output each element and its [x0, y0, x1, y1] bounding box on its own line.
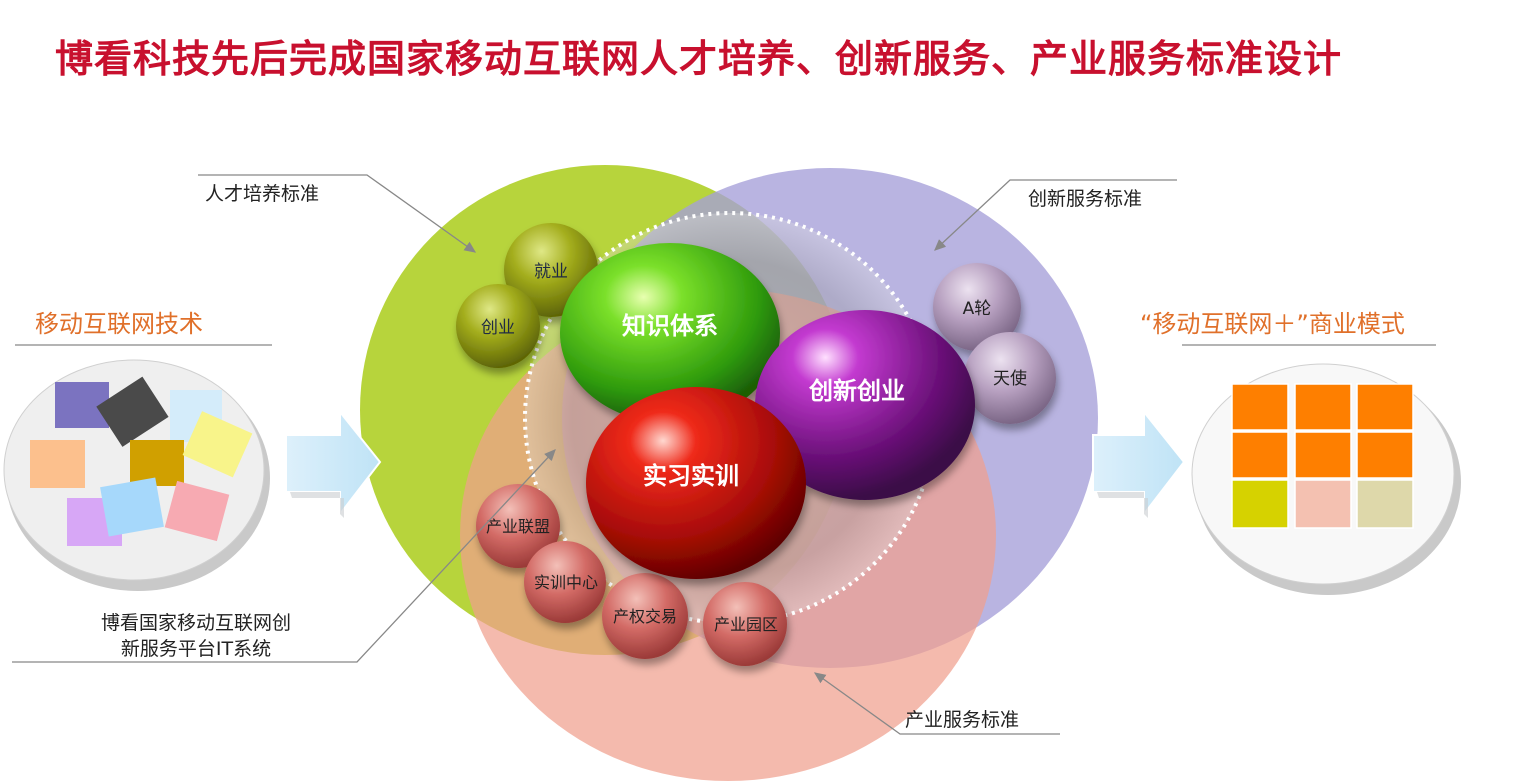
- block-1-3: [1356, 383, 1414, 431]
- tile-dark: [96, 376, 169, 447]
- tile-gold: [130, 440, 184, 486]
- ball-alliance: [476, 484, 560, 568]
- tile-yellow: [182, 411, 253, 478]
- block-1-1: [1231, 383, 1289, 431]
- ball-training-center-label: 实训中心: [534, 573, 598, 592]
- ball-park: [703, 582, 787, 666]
- block-2-1: [1231, 431, 1289, 479]
- core-spheres: [560, 243, 975, 579]
- block-3-1: [1231, 479, 1289, 529]
- platform-callout-line: [12, 449, 556, 663]
- talent-standard-label: 人才培养标准: [205, 183, 320, 205]
- platform-caption-line1: 博看国家移动互联网创: [100, 612, 291, 634]
- block-3-3: [1356, 479, 1414, 529]
- tile-blue: [100, 477, 164, 537]
- tile-pink: [164, 480, 230, 542]
- block-2-3: [1356, 431, 1414, 479]
- sphere-practice: [586, 387, 806, 579]
- sphere-knowledge-label: 知识体系: [622, 312, 718, 340]
- talent-callout-line: [198, 174, 477, 253]
- block-1-2: [1294, 383, 1352, 431]
- right-heading: “移动互联网＋”商业模式: [1140, 310, 1405, 338]
- sphere-innovation-label: 创新创业: [808, 377, 905, 405]
- ball-startup: [456, 284, 540, 368]
- sphere-practice-label: 实习实训: [643, 462, 739, 490]
- ball-equity-trade: [602, 573, 688, 659]
- innovation-callout-line: [934, 179, 1177, 251]
- left-flow-arrow-shadow: [290, 492, 344, 518]
- right-flow-arrow: [1092, 409, 1186, 517]
- tile-peach: [30, 440, 85, 488]
- block-3-2: [1294, 479, 1352, 529]
- ball-park-label: 产业园区: [714, 615, 778, 634]
- page-title: 博看科技先后完成国家移动互联网人才培养、创新服务、产业服务标准设计: [55, 37, 1343, 81]
- ball-startup-label: 创业: [481, 318, 515, 338]
- right-flow-arrow-shadow: [1097, 492, 1148, 518]
- industry-standard-label: 产业服务标准: [905, 709, 1020, 731]
- ball-employment-label: 就业: [534, 262, 568, 282]
- left-plate: [3, 359, 270, 591]
- right-plate: [1191, 363, 1461, 595]
- small-balls: [456, 223, 1056, 666]
- industry-callout-line: [813, 672, 1060, 735]
- ball-angel-label: 天使: [993, 368, 1027, 389]
- block-2-2: [1294, 431, 1352, 479]
- ball-angel: [964, 332, 1056, 424]
- sphere-innovation: [755, 310, 975, 500]
- callout-lines: [12, 174, 1436, 735]
- ball-equity-trade-label: 产权交易: [613, 607, 677, 626]
- platform-caption-line2: 新服务平台IT系统: [120, 638, 272, 660]
- ball-a-round: [933, 263, 1021, 351]
- sphere-knowledge: [560, 243, 780, 423]
- ball-training-center: [524, 541, 606, 623]
- innovation-standard-label: 创新服务标准: [1028, 188, 1143, 210]
- flow-arrows: [285, 409, 1186, 518]
- platform-caption: 博看国家移动互联网创 新服务平台IT系统: [76, 610, 316, 662]
- ball-alliance-label: 产业联盟: [486, 517, 550, 536]
- left-heading: 移动互联网技术: [35, 310, 203, 338]
- ball-a-round-label: A轮: [963, 299, 992, 319]
